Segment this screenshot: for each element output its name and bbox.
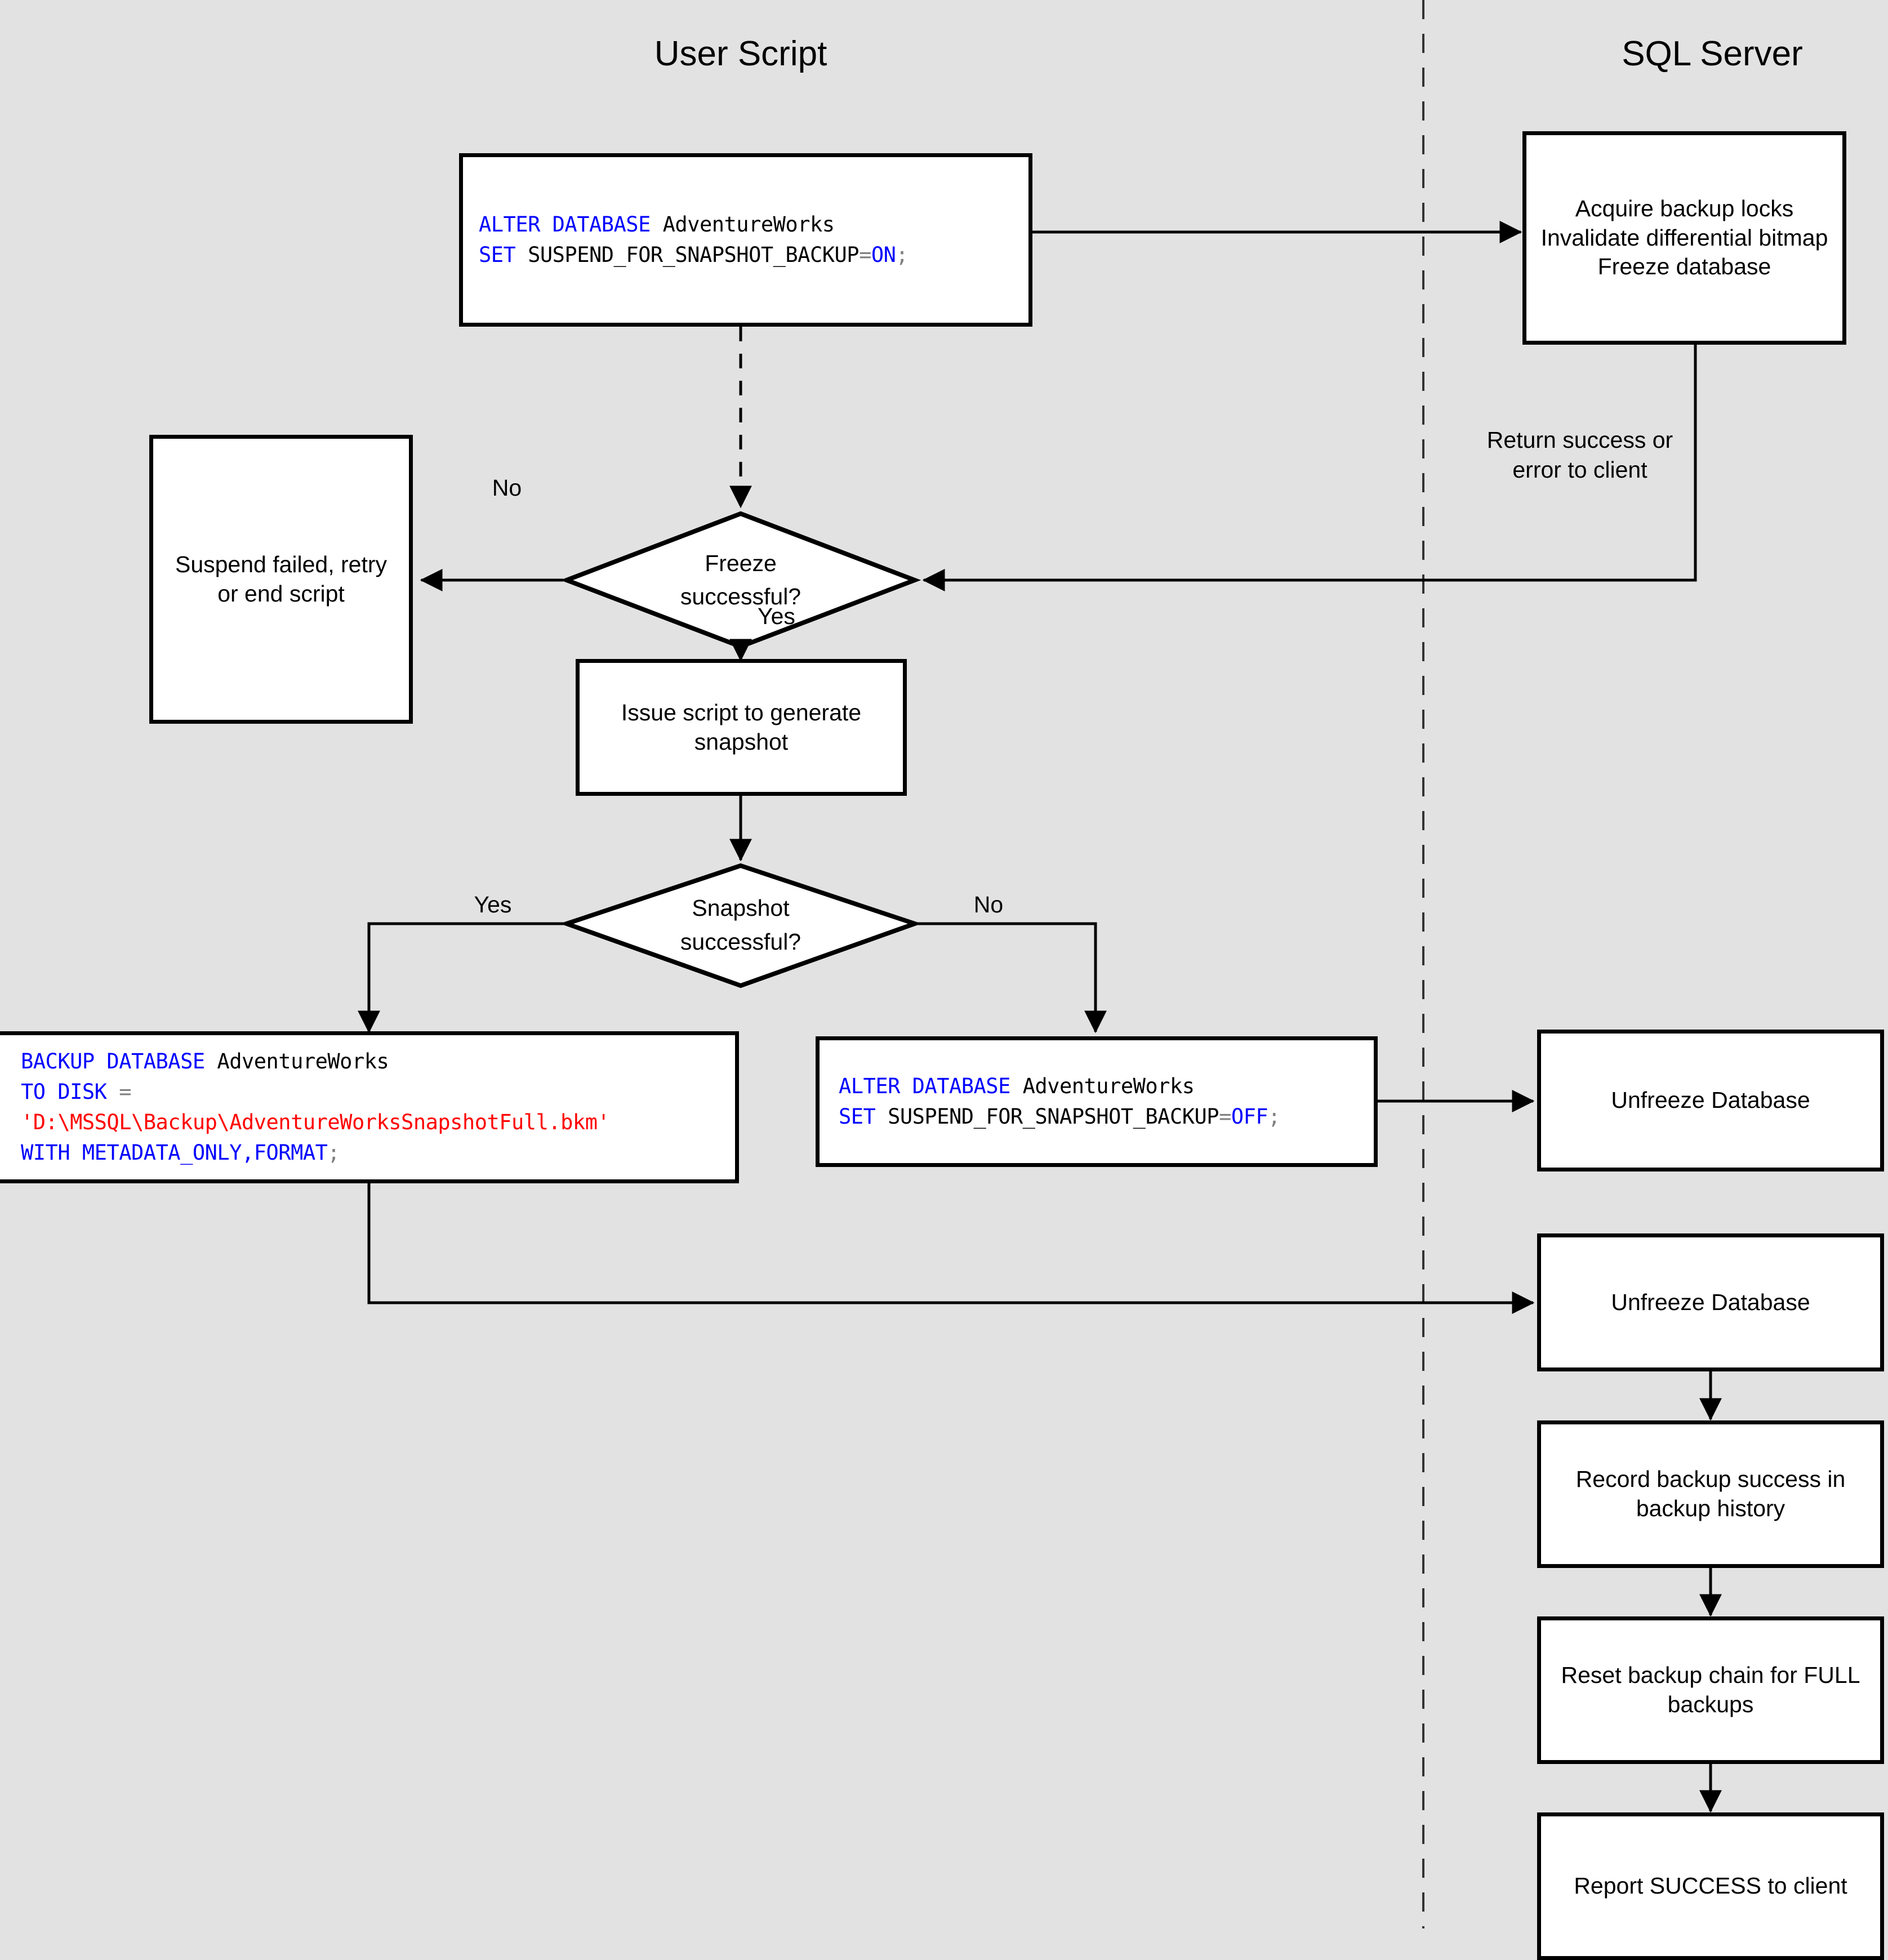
node-unfreeze-database-2-label: Unfreeze Database <box>1611 1289 1810 1315</box>
node-unfreeze-database-2[interactable]: Unfreeze Database <box>1537 1233 1884 1371</box>
lane-title-user-script: User Script <box>654 34 827 73</box>
node-record-backup-success[interactable]: Record backup success in backup history <box>1537 1420 1884 1568</box>
code-token: ; <box>327 1141 340 1165</box>
code-token: ; <box>1268 1104 1280 1129</box>
code-line: WITH METADATA_ONLY,FORMAT; <box>21 1138 609 1168</box>
edge-backup-to-unfreeze2 <box>367 1183 1535 1314</box>
code-line: ALTER DATABASE AdventureWorks <box>479 210 908 240</box>
node-suspend-failed-label: Suspend failed, retry or end script <box>175 551 388 607</box>
code-line: BACKUP DATABASE AdventureWorks <box>21 1046 609 1077</box>
node-acquire-backup-locks-label: Acquire backup locks Invalidate differen… <box>1540 195 1828 280</box>
code-token: SET <box>839 1104 888 1129</box>
code-line: SET SUSPEND_FOR_SNAPSHOT_BACKUP=OFF; <box>839 1102 1280 1132</box>
code-token: AdventureWorks <box>217 1049 389 1073</box>
code-token: SET <box>479 243 528 267</box>
node-acquire-backup-locks[interactable]: Acquire backup locks Invalidate differen… <box>1522 131 1846 345</box>
node-reset-backup-chain-label: Reset backup chain for FULL backups <box>1561 1662 1860 1717</box>
node-unfreeze-database-1[interactable]: Unfreeze Database <box>1537 1030 1884 1171</box>
node-report-success-label: Report SUCCESS to client <box>1574 1873 1847 1899</box>
code-token: OFF <box>1231 1104 1268 1129</box>
code-token: SUSPEND_FOR_SNAPSHOT_BACKUP <box>888 1104 1219 1129</box>
code-token: ON <box>871 243 896 267</box>
node-record-backup-success-label: Record backup success in backup history <box>1575 1466 1846 1521</box>
code-line: ALTER DATABASE AdventureWorks <box>839 1071 1280 1102</box>
code-line: TO DISK = <box>21 1077 609 1107</box>
code-token: = <box>859 243 871 267</box>
code-line: 'D:\MSSQL\Backup\AdventureWorksSnapshotF… <box>21 1107 610 1138</box>
code-token: = <box>1219 1104 1231 1129</box>
edge-label-snapshot-yes: Yes <box>474 892 512 917</box>
code-token: ; <box>896 243 909 267</box>
lane-title-sql-server: SQL Server <box>1622 34 1803 73</box>
edge-snapshot-yes <box>358 922 567 1034</box>
node-reset-backup-chain[interactable]: Reset backup chain for FULL backups <box>1537 1616 1884 1764</box>
edge-snapshot-no <box>915 922 1107 1034</box>
code-token: TO DISK <box>21 1079 119 1104</box>
code-token: ALTER DATABASE <box>839 1073 1023 1098</box>
node-suspend-failed[interactable]: Suspend failed, retry or end script <box>149 435 413 724</box>
edge-label-snapshot-no: No <box>973 892 1004 917</box>
code-token: ALTER DATABASE <box>479 212 663 237</box>
code-token: SUSPEND_FOR_SNAPSHOT_BACKUP <box>528 243 860 267</box>
code-token: WITH METADATA_ONLY,FORMAT <box>21 1141 328 1165</box>
edge-acquire-to-freeze <box>922 345 1697 591</box>
edge-label-freeze-no: No <box>492 475 522 501</box>
code-token: AdventureWorks <box>1022 1073 1195 1098</box>
code-token: AdventureWorks <box>662 212 835 237</box>
snapshot-decision-shape <box>559 863 922 988</box>
code-line: SET SUSPEND_FOR_SNAPSHOT_BACKUP=ON; <box>479 240 909 270</box>
code-token: BACKUP DATABASE <box>21 1049 217 1073</box>
edge-label-return-success: Return success or error to client <box>1486 427 1673 483</box>
node-freeze-decision-label: Freeze successful? <box>680 550 801 609</box>
node-issue-script[interactable]: Issue script to generate snapshot <box>576 659 907 796</box>
edge-label-freeze-yes: Yes <box>758 603 795 629</box>
node-issue-script-label: Issue script to generate snapshot <box>621 699 862 755</box>
node-unfreeze-database-1-label: Unfreeze Database <box>1611 1087 1810 1113</box>
node-snapshot-decision-label: Snapshot successful? <box>680 895 801 955</box>
code-token: 'D:\MSSQL\Backup\AdventureWorksSnapshotF… <box>21 1110 610 1134</box>
code-token: = <box>119 1079 131 1104</box>
node-report-success[interactable]: Report SUCCESS to client <box>1537 1812 1884 1960</box>
